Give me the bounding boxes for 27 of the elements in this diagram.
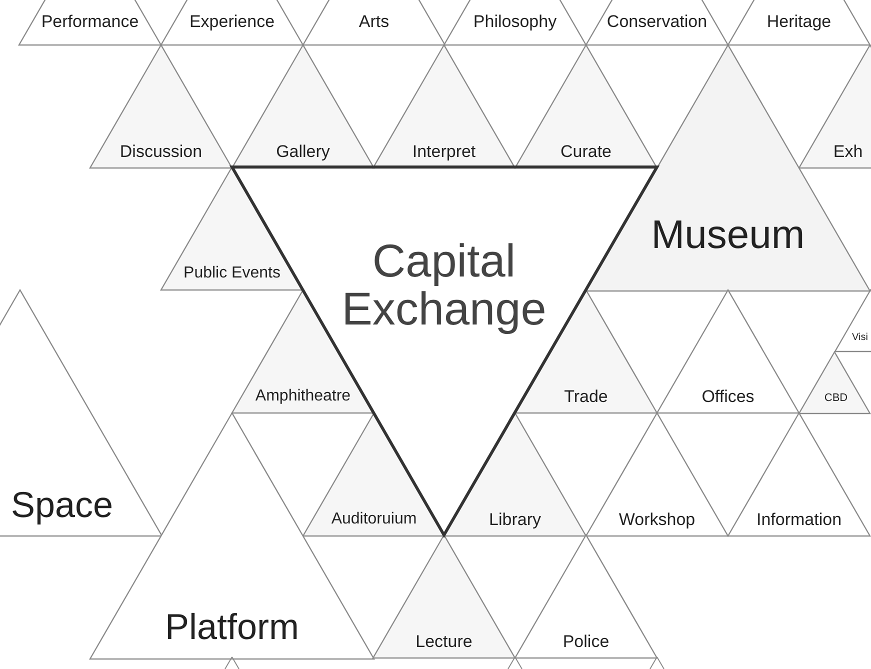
tile-label: Auditoruium	[331, 512, 417, 528]
tile-label: Curate	[560, 143, 612, 161]
tile-title: Space	[10, 486, 114, 524]
tile-label: Exh	[833, 143, 863, 161]
tile-label: Heritage	[766, 13, 832, 31]
tile-label: Public Events	[184, 266, 280, 282]
tile-label: Performance	[41, 13, 139, 31]
tile-label: Trade	[564, 388, 608, 406]
tile-title: Capital Exchange	[340, 236, 548, 334]
tile-label: Library	[489, 511, 541, 529]
tile-label: Police	[562, 633, 610, 651]
tile-label: Amphitheatre	[255, 388, 351, 406]
tile-label: Visi	[852, 332, 868, 344]
tile-label: Offices	[702, 388, 754, 406]
tile-label: CBD	[824, 393, 848, 405]
tile-title: Platform	[164, 608, 300, 646]
tile-label: Conservation	[606, 13, 708, 31]
tile-label: Gallery	[276, 143, 330, 161]
tile-label: Workshop	[618, 511, 696, 529]
tile-label: Discussion	[120, 143, 202, 161]
tile-title: Museum	[651, 214, 805, 256]
tile-label: Philosophy	[473, 13, 557, 31]
tile-label: Arts	[358, 13, 390, 31]
tile-label: Experience	[189, 13, 275, 31]
tile-label: Interpret	[412, 143, 476, 161]
tile-label: Information	[756, 511, 842, 529]
tile-label: Lecture	[416, 633, 472, 651]
